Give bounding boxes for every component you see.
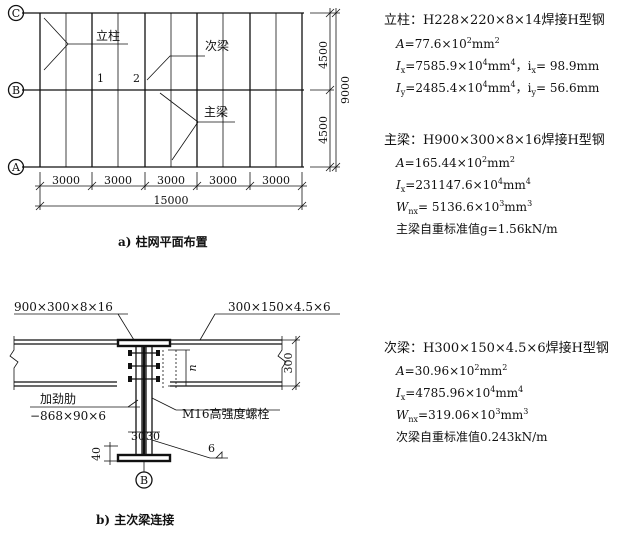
weld-leader (151, 439, 211, 459)
secondary-beam-wnx: Wnx=319.06×103mm3 (396, 407, 528, 424)
bolt-group (128, 350, 160, 382)
column-iy: Iy=2485.4×104mm4，iy= 56.6mm (395, 80, 600, 97)
main-beam-leader-2 (171, 121, 199, 161)
left-break-mark (9, 336, 19, 390)
axis-b-bubble (7, 81, 25, 99)
dim-tick (325, 85, 335, 95)
column-grid-plan: C B A 立柱 次梁 主梁 1 2 4500 4500 9000 (7, 4, 352, 249)
secondary-beam-dim-label: 300×150×4.5×6 (228, 300, 331, 314)
main-beam-label: 主梁 (204, 104, 228, 119)
main-beam-ix: Ix=231147.6×104mm4 (395, 177, 531, 194)
dim-tick (297, 201, 307, 211)
dim-tick (245, 181, 255, 191)
dim-9000: 9000 (339, 76, 352, 104)
stiffener-label: 加劲肋 (40, 391, 76, 406)
secondary-beam-dim-leader (199, 313, 216, 341)
dim-tick (87, 181, 97, 191)
main-beam-bottom-flange (116, 453, 172, 463)
secondary-beam-title: 次梁：H300×150×4.5×6焊接H型钢 (384, 340, 609, 356)
weld-size: 6 (208, 442, 215, 455)
bolt-label: M16高强度螺栓 (182, 406, 270, 421)
detail-caption: b) 主次梁连接 (96, 512, 174, 527)
column-number-2: 2 (133, 72, 140, 85)
dim-tick (331, 8, 341, 18)
column-area: A=77.6×102mm2 (395, 36, 500, 51)
axis-c-label: C (12, 7, 20, 20)
column-label: 立柱 (96, 28, 120, 43)
dim-tick (35, 201, 45, 211)
dim-4500-top: 4500 (317, 41, 330, 69)
bolt-leader (151, 397, 177, 411)
right-break-mark (277, 336, 287, 390)
dim-300: 300 (282, 353, 295, 374)
secondary-beam-ix: Ix=4785.96×104mm4 (395, 385, 523, 402)
dim-tick (331, 162, 341, 172)
dim-3000-4: 3000 (209, 174, 237, 187)
main-beam-dim-label: 900×300×8×16 (14, 300, 113, 314)
main-beam-dim-leader (117, 313, 135, 341)
dim-3000-1: 3000 (52, 174, 80, 187)
dim-15000: 15000 (154, 194, 189, 207)
main-beam-area: A=165.44×102mm2 (395, 155, 515, 170)
dim-3000-2: 3000 (104, 174, 132, 187)
main-beam-title: 主梁：H900×300×8×16焊接H型钢 (384, 132, 605, 148)
dim-tick (192, 181, 202, 191)
column-leader-lines (43, 17, 69, 71)
dim-tick (325, 8, 335, 18)
axis-a-label: A (11, 161, 21, 174)
dim-30-a: 30 (131, 430, 145, 443)
main-beam-self-weight: 主梁自重标准值g=1.56kN/m (396, 221, 558, 236)
bolt-pitch-label: n (186, 364, 199, 371)
main-beam-wnx: Wnx= 5136.6×103mm3 (396, 199, 532, 216)
axis-b-label-detail: B (140, 474, 148, 487)
secondary-beam-properties: 次梁：H300×150×4.5×6焊接H型钢 A=30.96×102mm2 Ix… (384, 340, 609, 444)
main-beam-top-flange (116, 338, 172, 348)
axis-a-bubble (7, 158, 25, 176)
column-title: 立柱：H228×220×8×14焊接H型钢 (384, 12, 605, 28)
dim-tick (297, 181, 307, 191)
dim-tick (140, 181, 150, 191)
dim-4500-bottom: 4500 (317, 116, 330, 144)
stiffener-right (145, 345, 153, 456)
weld-symbol-icon (215, 451, 223, 459)
stiffener-left (135, 345, 143, 456)
secondary-beam-area: A=30.96×102mm2 (395, 363, 507, 378)
axis-b-label: B (12, 84, 20, 97)
dim-40: 40 (90, 447, 103, 461)
dim-tick (35, 181, 45, 191)
secondary-beam-self-weight: 次梁自重标准值0.243kN/m (396, 429, 548, 444)
dim-tick (291, 381, 301, 391)
column-ix: Ix=7585.9×104mm4，ix= 98.9mm (395, 58, 600, 75)
axis-c-bubble (7, 4, 25, 22)
dim-tick (325, 162, 335, 172)
dim-30-b: 30 (146, 430, 160, 443)
secondary-beam-label: 次梁 (205, 38, 229, 53)
plan-caption: a) 柱网平面布置 (118, 234, 208, 249)
beam-connection-detail: 900×300×8×16 300×150×4.5×6 (9, 300, 340, 527)
stiffener-dim-label: −868×90×6 (30, 409, 106, 423)
axis-b-bubble-detail (135, 471, 153, 489)
dim-3000-5: 3000 (262, 174, 290, 187)
dim-3000-3: 3000 (157, 174, 185, 187)
stiffener-leader (127, 399, 139, 408)
column-properties: 立柱：H228×220×8×14焊接H型钢 A=77.6×102mm2 Ix=7… (384, 12, 605, 97)
dim-tick (291, 335, 301, 345)
secondary-beam-leader (146, 55, 205, 81)
main-beam-properties: 主梁：H900×300×8×16焊接H型钢 A=165.44×102mm2 Ix… (384, 132, 605, 236)
column-number-1: 1 (97, 72, 104, 85)
